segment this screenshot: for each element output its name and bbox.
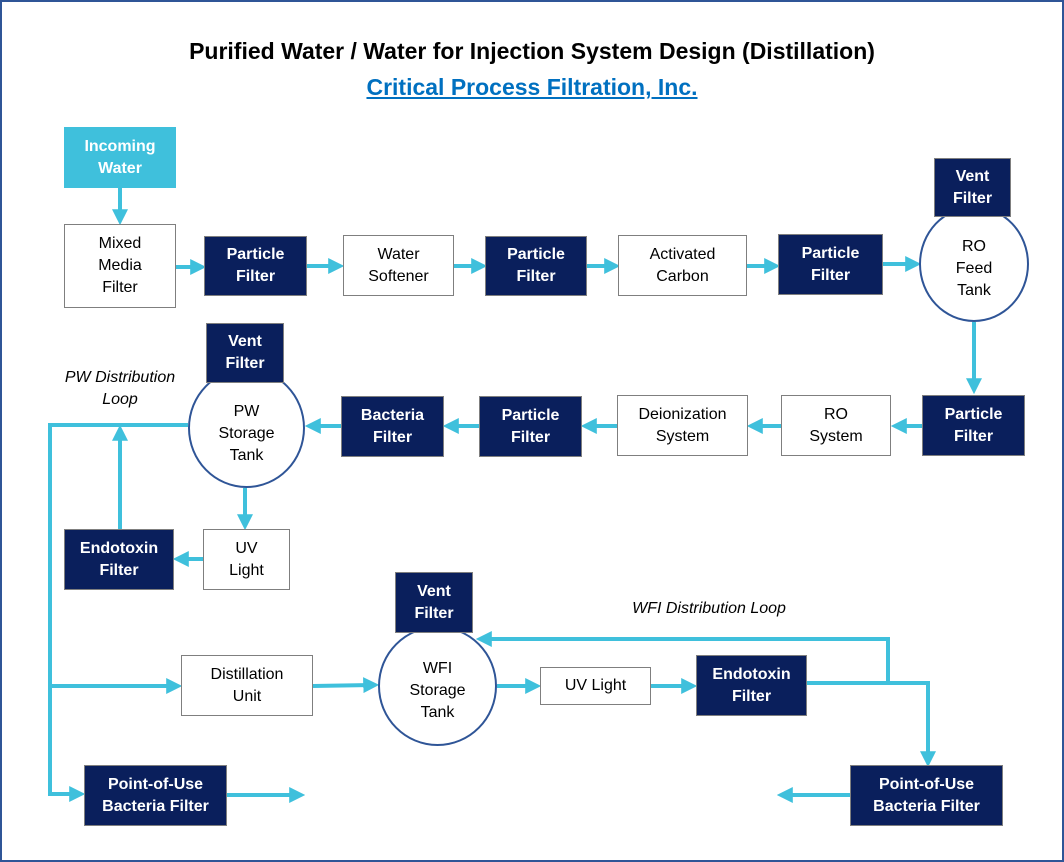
particle-filter-5-box: Particle Filter — [479, 396, 582, 457]
particle-filter-4-box: Particle Filter — [922, 395, 1025, 456]
mixed-media-filter-box: Mixed Media Filter — [64, 224, 176, 308]
wfi-loop-return — [475, 631, 890, 685]
vent-filter-pw-box: Vent Filter — [206, 323, 284, 383]
arrow-distillation-to-wfitank — [312, 677, 380, 694]
pou-bacteria-filter-pw-box: Point-of-Use Bacteria Filter — [84, 765, 227, 826]
endotoxin-filter-wfi-box: Endotoxin Filter — [696, 655, 807, 716]
page-title: Purified Water / Water for Injection Sys… — [189, 38, 875, 64]
company-link[interactable]: Critical Process Filtration, Inc. — [366, 74, 698, 100]
ro-system-box: RO System — [781, 395, 891, 456]
wfi-loop-label: WFI Distribution Loop — [632, 600, 786, 617]
particle-filter-1-box: Particle Filter — [204, 236, 307, 296]
bacteria-filter-box: Bacteria Filter — [341, 396, 444, 457]
vent-filter-wfi-box: Vent Filter — [395, 572, 473, 633]
vent-filter-ro-box: Vent Filter — [934, 158, 1011, 217]
uv-light-pw-box: UV Light — [203, 529, 290, 590]
pw-loop-label: PW Distribution Loop — [64, 369, 176, 408]
arrow-loop-to-pou-wfi — [888, 681, 936, 768]
uv-light-wfi-box: UV Light — [540, 667, 651, 705]
particle-filter-2-box: Particle Filter — [485, 236, 587, 296]
incoming-water-box: Incoming Water — [64, 127, 176, 188]
distillation-unit-box: Distillation Unit — [181, 655, 313, 716]
deionization-system-box: Deionization System — [617, 395, 748, 456]
pou-bacteria-filter-wfi-box: Point-of-Use Bacteria Filter — [850, 765, 1003, 826]
endotoxin-filter-pw-box: Endotoxin Filter — [64, 529, 174, 590]
activated-carbon-box: Activated Carbon — [618, 235, 747, 296]
pw-storage-tank: PW Storage Tank — [188, 368, 305, 488]
wfi-storage-tank: WFI Storage Tank — [378, 626, 497, 746]
ro-feed-tank: RO Feed Tank — [919, 206, 1029, 322]
particle-filter-3-box: Particle Filter — [778, 234, 883, 295]
pw-loop-line — [48, 423, 188, 802]
water-softener-box: Water Softener — [343, 235, 454, 296]
